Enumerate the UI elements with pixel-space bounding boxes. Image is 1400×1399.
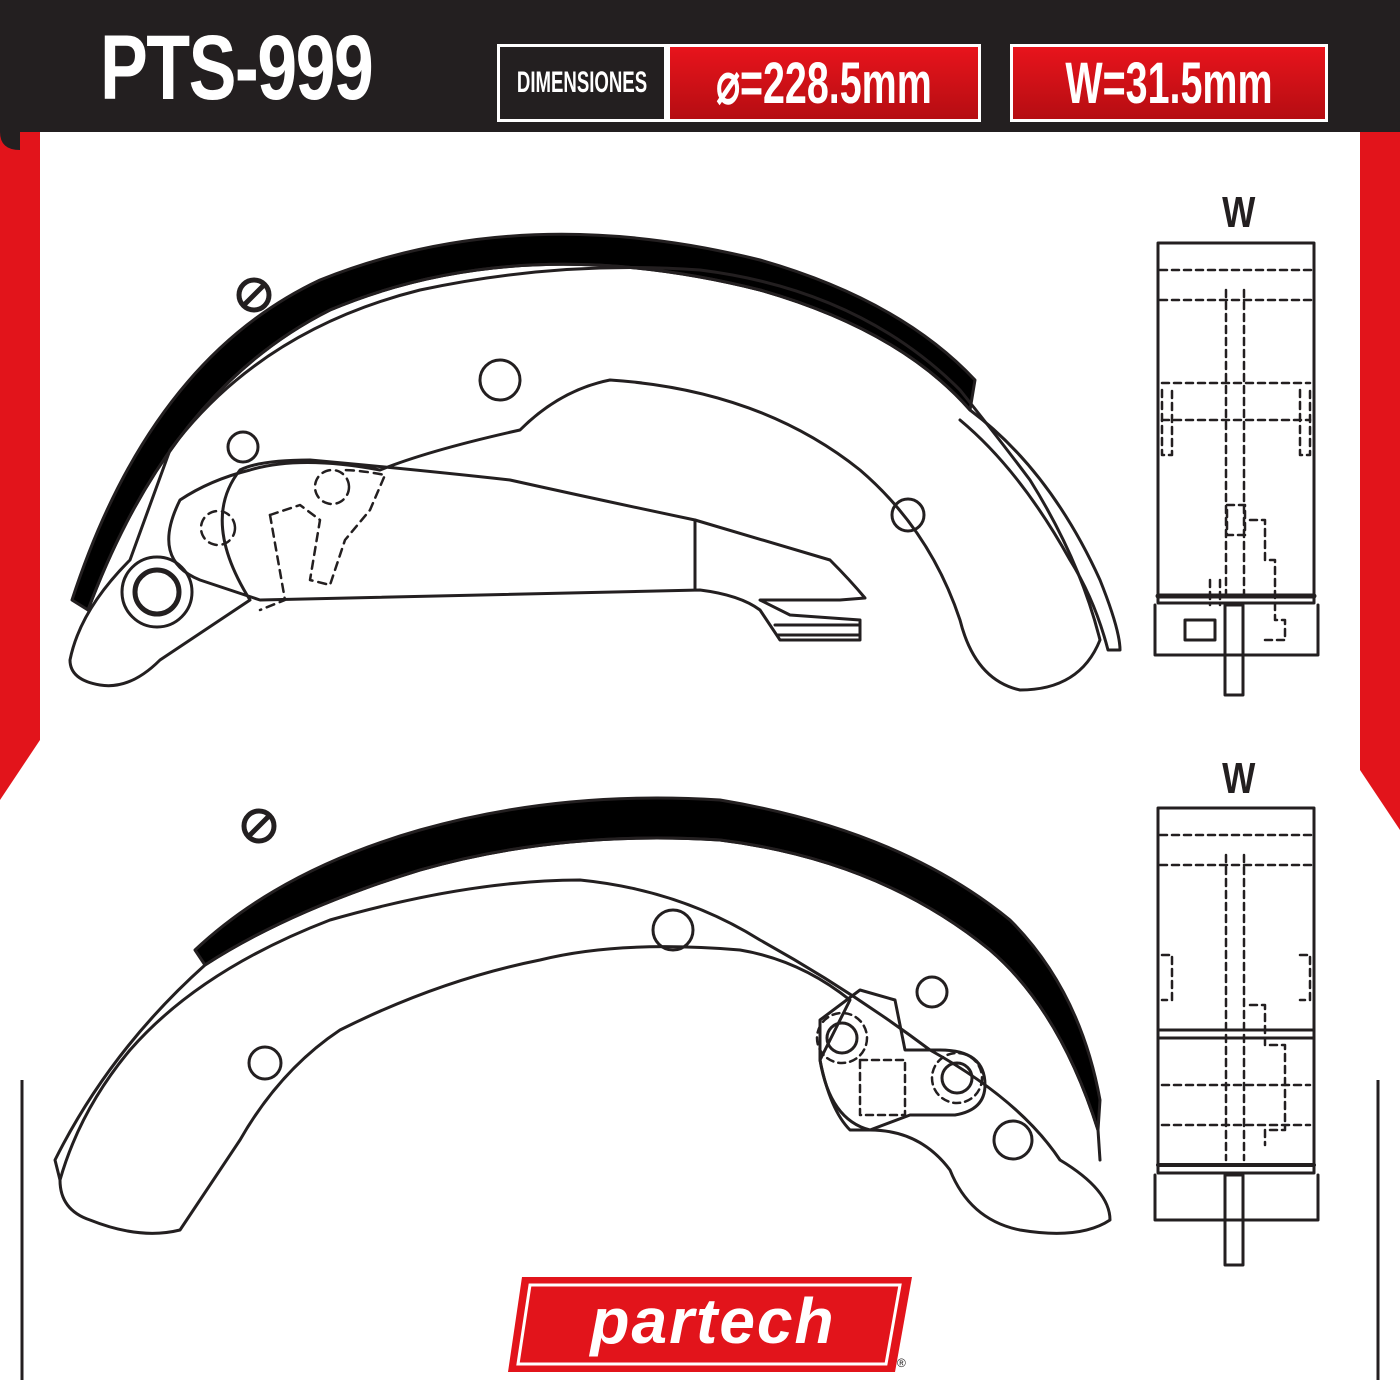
diameter-value: ⌀=228.5mm <box>716 51 932 116</box>
bottom-hole-3 <box>915 975 949 1009</box>
top-hole-1 <box>478 358 522 402</box>
bottom-side-view <box>1153 806 1320 1267</box>
dimensions-label-box: DIMENSIONES <box>497 44 667 122</box>
width-box: W=31.5mm <box>1010 44 1328 122</box>
width-value: W=31.5mm <box>1065 50 1273 116</box>
part-number: PTS-999 <box>100 17 374 119</box>
bottom-hole-1 <box>651 908 695 952</box>
bottom-hole-2 <box>247 1045 283 1081</box>
diameter-box: ⌀=228.5mm <box>667 44 981 122</box>
bottom-rim <box>53 836 1102 1182</box>
partech-logo-shape <box>508 1277 912 1372</box>
bottom-brake-shoe <box>53 796 1112 1235</box>
dimensions-label: DIMENSIONES <box>516 66 648 99</box>
top-pivot-inner <box>132 567 182 617</box>
top-pivot-outer <box>120 555 194 629</box>
bottom-width-label: W <box>1222 754 1256 803</box>
top-web <box>68 266 1102 692</box>
bottom-diameter-icon <box>241 808 277 844</box>
top-hole-2 <box>890 497 926 533</box>
bottom-hole-4 <box>992 1119 1034 1161</box>
right-red-bar <box>1360 132 1400 830</box>
left-red-bar <box>0 132 40 800</box>
bottom-web <box>58 878 1112 1235</box>
partech-logo: partech <box>508 1274 912 1370</box>
registered-mark: ® <box>897 1356 906 1370</box>
top-hole-3 <box>226 430 260 464</box>
top-width-label: W <box>1222 188 1256 237</box>
top-lining <box>70 232 977 612</box>
top-brake-shoe <box>68 232 1122 692</box>
top-side-view <box>1153 241 1320 697</box>
diameter-symbols <box>236 277 277 844</box>
logo-text: partech <box>590 1285 836 1357</box>
top-diameter-icon <box>236 277 272 313</box>
bottom-lining <box>193 796 1102 1132</box>
